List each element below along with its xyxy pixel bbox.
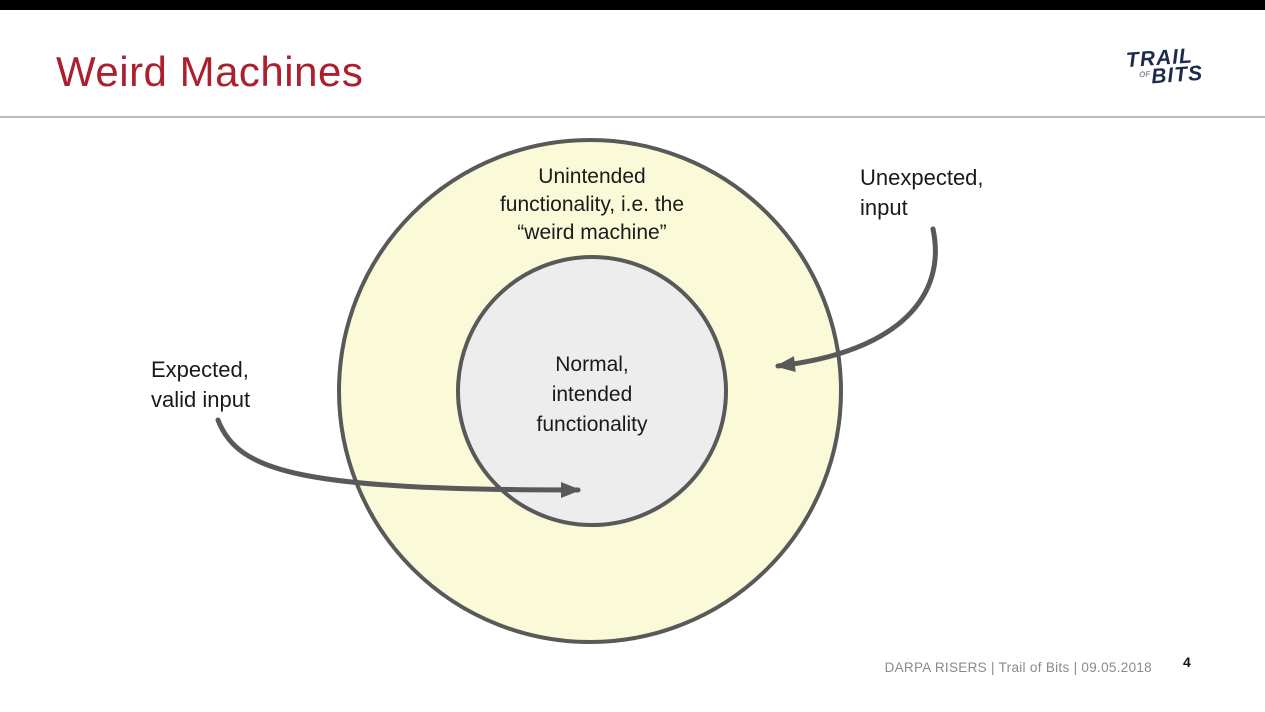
inner-circle-label-line-3: functionality (536, 413, 648, 436)
inner-circle-label: Normal, intended functionality (492, 350, 692, 440)
page-number: 4 (1183, 654, 1191, 670)
inner-circle-label-line-1: Normal, (555, 353, 629, 376)
inner-circle-label-line-2: intended (551, 383, 633, 406)
expected-input-label-line-1: Expected, (151, 357, 249, 382)
unexpected-input-arrow (775, 226, 938, 373)
outer-circle-label-line-3: “weird machine” (517, 221, 667, 244)
unexpected-input-label-line-2: input (860, 195, 908, 220)
outer-circle-label: Unintended functionality, i.e. the “weir… (447, 163, 737, 247)
inner-circle (456, 255, 728, 527)
letterbox-bar (0, 0, 1265, 10)
expected-input-label: Expected, valid input (151, 355, 250, 415)
outer-circle-label-line-1: Unintended (538, 165, 646, 188)
footer-text: DARPA RISERS | Trail of Bits | 09.05.201… (884, 660, 1152, 675)
expected-input-label-line-2: valid input (151, 387, 251, 412)
header-divider (0, 116, 1265, 118)
unexpected-input-label-line-1: Unexpected, (860, 165, 984, 190)
unexpected-input-label: Unexpected, input (860, 163, 984, 223)
outer-circle-label-line-2: functionality, i.e. the (499, 193, 685, 216)
expected-input-arrow (215, 417, 581, 498)
slide-title: Weird Machines (56, 48, 364, 95)
